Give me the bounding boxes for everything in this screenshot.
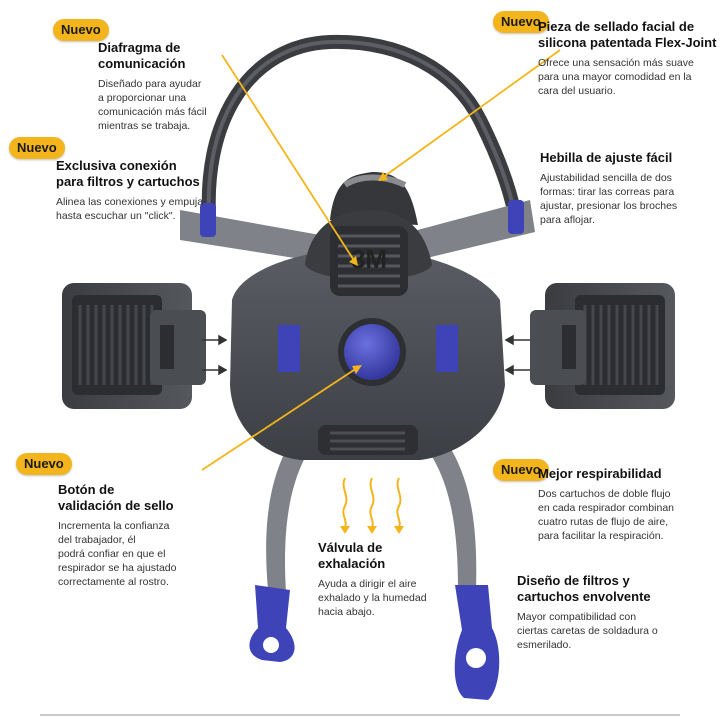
leader-lines <box>201 49 561 471</box>
callout-text: Diseñado para ayudar a proporcionar una … <box>98 78 207 132</box>
callout-title: Hebilla de ajuste fácil <box>540 150 673 165</box>
callout-text: Alinea las conexiones y empuja hasta esc… <box>56 196 204 222</box>
callout-text: Mayor compatibilidad con ciertas caretas… <box>517 611 658 651</box>
buckle-left <box>200 203 216 237</box>
upper-strap-right <box>410 200 535 262</box>
callout-text: Incrementa la confianza del trabajador, … <box>58 520 177 588</box>
callout-buckle: Hebilla de ajuste fácil Ajustabilidad se… <box>540 150 715 227</box>
new-badge-seal: Nuevo <box>493 11 549 33</box>
nose-piece <box>330 172 418 225</box>
cartridge-left <box>62 283 206 409</box>
connection-arrows <box>202 334 530 376</box>
communication-diaphragm <box>330 226 408 296</box>
lower-strap-left <box>266 430 316 592</box>
callout-text: Ofrece una sensación más suave para una … <box>538 57 694 97</box>
bottom-divider <box>40 714 680 716</box>
side-valve-left <box>278 325 300 372</box>
new-badge-breathability: Nuevo <box>493 459 549 481</box>
callout-title: Mejor respirabilidad <box>538 466 662 481</box>
callout-breathability: Mejor respirabilidad Dos cartuchos de do… <box>538 466 718 543</box>
exhalation-arrows <box>342 477 402 529</box>
new-badge-connection: Nuevo <box>9 137 65 159</box>
callout-text: Ajustabilidad sencilla de dos formas: ti… <box>540 172 678 226</box>
side-valve-right <box>436 325 458 372</box>
new-badge-validation: Nuevo <box>16 453 72 475</box>
lower-strap-right <box>420 430 477 590</box>
brand-logo: 3M <box>351 244 387 274</box>
new-badge-diaphragm: Nuevo <box>53 19 109 41</box>
clip-left <box>249 585 295 662</box>
callout-text: Dos cartuchos de doble flujo en cada res… <box>538 488 674 542</box>
callout-text: Ayuda a dirigir el aire exhalado y la hu… <box>318 578 427 618</box>
clip-right <box>454 585 500 700</box>
cartridge-right <box>530 283 675 409</box>
buckle-right <box>508 200 524 234</box>
